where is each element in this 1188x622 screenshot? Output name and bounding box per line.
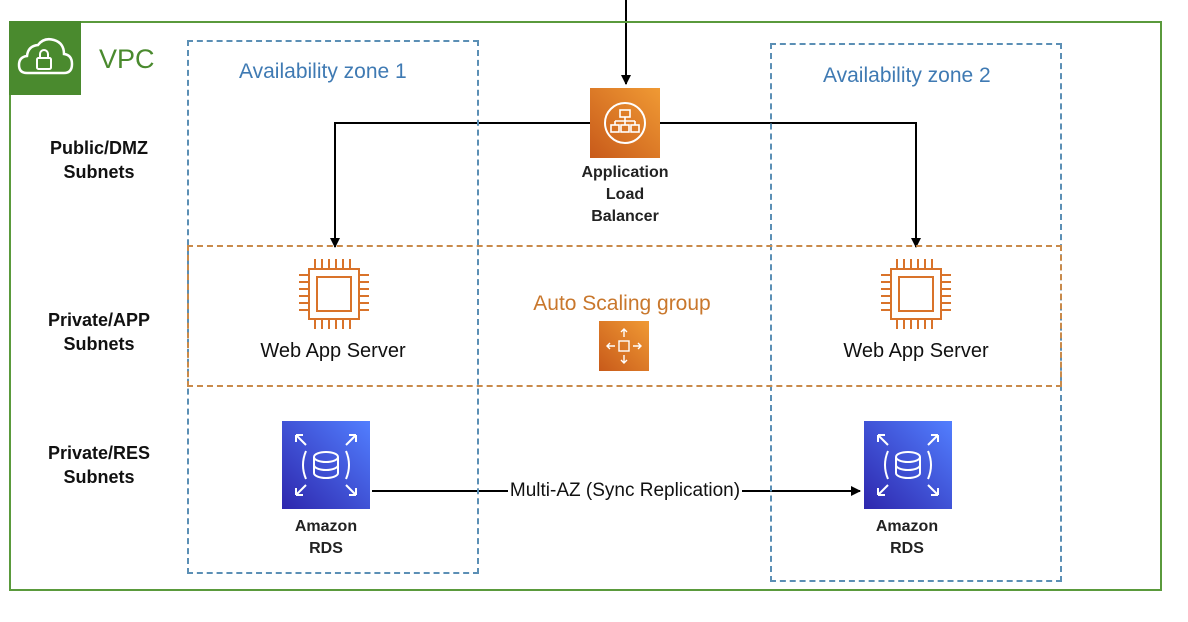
auto-scaling-icon [599, 321, 649, 371]
availability-zone-2-label: Availability zone 2 [823, 64, 991, 87]
ec2-chip-icon [881, 259, 951, 329]
vpc-badge [9, 21, 81, 95]
alb-to-web2-arrow [660, 122, 921, 248]
availability-zone-1-label: Availability zone 1 [239, 60, 407, 83]
rds-database-icon [282, 421, 370, 509]
rds-database-icon [864, 421, 952, 509]
web-server-1-label: Web App Server [260, 340, 406, 362]
auto-scaling-group-box [187, 245, 1062, 387]
load-balancer-icon [590, 88, 660, 158]
replication-label: Multi-AZ (Sync Replication) [507, 480, 743, 501]
cloud-lock-icon [17, 37, 74, 75]
alb-to-web1-arrow [330, 122, 590, 248]
vpc-label: VPC [99, 44, 155, 74]
ec2-chip-icon [299, 259, 369, 329]
auto-scaling-group-label: Auto Scaling group [533, 292, 711, 315]
web-server-2-label: Web App Server [843, 340, 989, 362]
vpc-container [9, 21, 1162, 591]
